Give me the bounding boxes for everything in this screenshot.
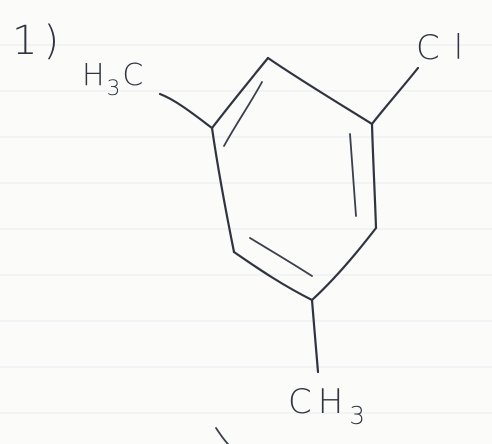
chlorine-label: Cl [416,28,478,68]
methyl-group-top-left: H3C [82,58,146,101]
bond-to-methyl-top-left [158,92,214,130]
problem-number: 1) [12,18,66,64]
ring-bond-right [370,122,378,230]
methyl-h: H [82,58,107,93]
bond-to-methyl-bottom [310,298,320,374]
methyl-group-bottom: CH3 [288,382,371,430]
ring-bond-bottom-left [232,250,314,302]
bond-to-chlorine [370,66,420,126]
ring-bond-bottom-right [310,226,378,302]
double-bond-inner-top-left [223,81,263,147]
ring-bond-left [210,126,236,254]
ring-bond-top-left [210,56,270,130]
methyl-c: C [122,58,146,93]
double-bond-inner-right [349,133,357,217]
methyl-ch: CH [288,382,350,422]
next-item-stroke [215,427,229,444]
methyl-subscript: 3 [106,75,123,101]
ring-bond-top-right [266,56,374,126]
methyl-bottom-subscript: 3 [349,401,371,431]
double-bond-inner-bottom [249,237,313,277]
